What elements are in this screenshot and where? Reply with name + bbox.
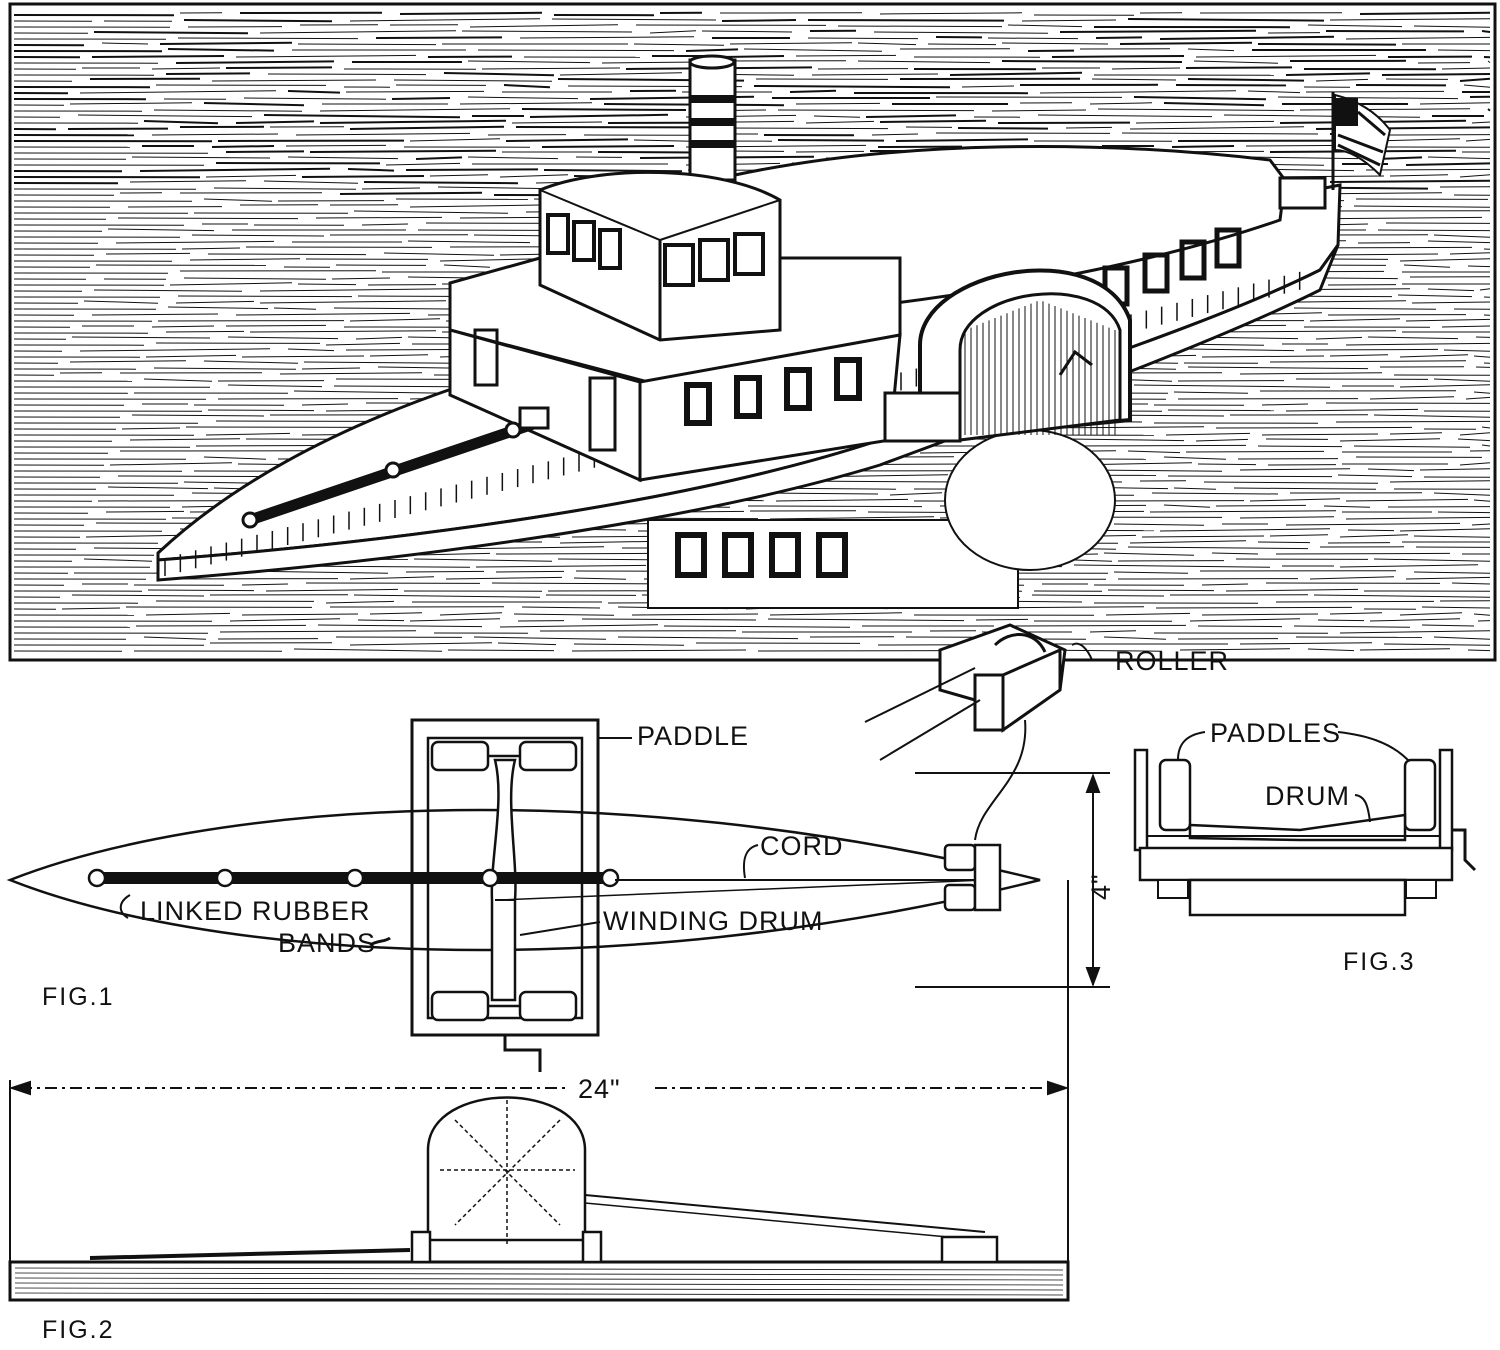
fig1-roller [943, 843, 1002, 912]
fig3-paddles [1158, 758, 1437, 832]
pilot-house [538, 170, 782, 342]
hull-side [156, 244, 1340, 582]
roller-detail [864, 623, 1300, 841]
fig3-end-view: PADDLES DRUM FIG.3 [1133, 718, 1477, 976]
fig3-label: FIG.3 [1343, 948, 1416, 976]
paddle-wheel-housing [883, 268, 1132, 443]
fig1-paddles [430, 740, 578, 1022]
steamboat-illustration [8, 2, 1497, 662]
paddles-label: PADDLES [1210, 718, 1341, 748]
drum-label: DRUM [1265, 781, 1350, 811]
fig1-plan-view: PADDLE CORD WINDING DRUM LINKED RUBBER B… [6, 718, 1116, 1072]
linked-rubber-bands-label-line2: BANDS [278, 928, 376, 958]
fig2-paddle-box [426, 1096, 587, 1242]
fig2-side-view: FIG.2 [8, 1096, 1070, 1344]
length-dimension-label: 24" [578, 1074, 621, 1104]
linked-rubber-bands-label-line1: LINKED RUBBER [140, 896, 371, 926]
fig3-drum [1188, 813, 1407, 842]
deck-rubber-bands [241, 406, 550, 529]
fig3-base-board [1138, 846, 1454, 882]
paddle-label: PADDLE [637, 721, 749, 751]
width-dimension [915, 772, 1110, 988]
width-dimension-label: 4" [1086, 873, 1116, 900]
length-dimension [8, 880, 1070, 1265]
fig1-label: FIG.1 [42, 983, 115, 1011]
flag-icon [1331, 92, 1392, 190]
winding-drum-label: WINDING DRUM [603, 906, 823, 936]
fig2-label: FIG.2 [42, 1316, 115, 1344]
cord-label: CORD [760, 831, 844, 861]
fig2-wheel-spokes [440, 1100, 575, 1245]
reflection-windows [675, 532, 848, 578]
smokestack [688, 54, 737, 182]
roller-label: ROLLER [1115, 646, 1229, 676]
